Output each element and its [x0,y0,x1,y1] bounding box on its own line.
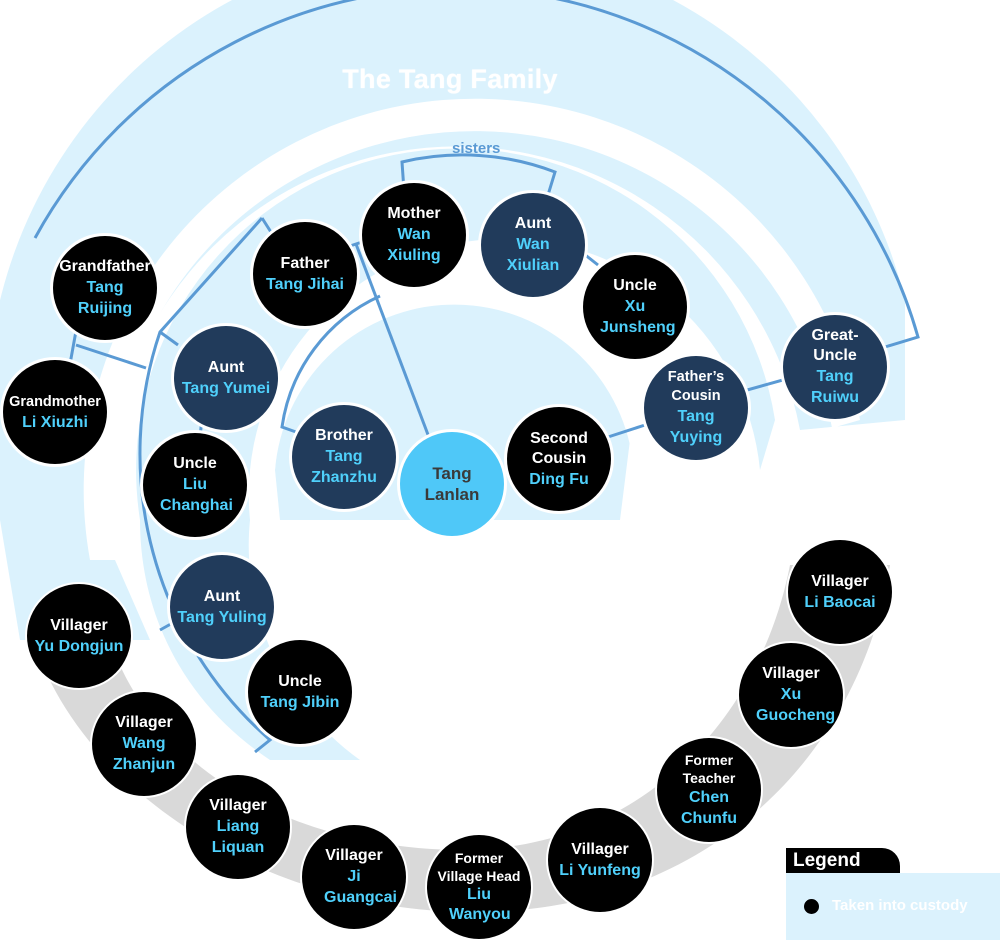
node-villager[interactable]: Villager Li Yunfeng [548,808,652,912]
aunt-uncle-link [583,252,599,267]
name: Tang Ruijing [77,279,133,317]
name: Xu Guocheng [756,686,836,724]
name: Tang Lanlan [424,464,480,504]
role: Uncle [613,277,657,294]
name: Ji Guangcai [324,868,397,906]
node-tang-lanlan[interactable]: Tang Lanlan [400,432,504,536]
role: Villager [762,665,820,682]
role: Villager [115,714,173,731]
role: Villager [325,847,383,864]
node-villager[interactable]: Villager Xu Guocheng [739,643,843,747]
role: Aunt [203,587,241,605]
legend: Taken into custody [786,873,1000,940]
node-fathers-cousin[interactable]: Father’s Cousin Tang Yuying [644,356,748,460]
parents-to-children [354,243,432,441]
node-villager[interactable]: Villager Ji Guangcai [302,825,406,929]
role: Father’s Cousin [667,369,725,404]
node-aunt-tang-yumei[interactable]: Aunt Tang Yumei [174,326,278,430]
node-brother[interactable]: Brother Tang Zhanzhu [292,405,396,509]
role: Second Cousin [530,429,588,467]
name: Tang Zhanzhu [311,448,377,486]
role: Villager [50,616,108,634]
node-villager[interactable]: Villager Yu Dongjun [27,584,131,688]
inner-ring-gap [255,282,650,470]
name: Liang Liquan [211,818,265,856]
node-villager[interactable]: Villager Li Baocai [788,540,892,644]
role: Former Teacher [682,752,736,786]
role: Brother [315,427,373,444]
node-uncle-tang-jibin[interactable]: Uncle Tang Jibin [248,640,352,744]
role: Uncle [278,672,322,690]
node-villager[interactable]: Former Village Head Liu Wanyou [427,835,531,939]
name: Wan Xiuling [387,226,441,264]
legend-title: Legend [786,848,900,873]
name: Li Baocai [804,593,876,611]
name: Tang Yuying [669,408,723,446]
node-uncle-liu-changhai[interactable]: Uncle Liu Changhai [143,433,247,537]
sisters-bracket [400,153,557,206]
role: Great-Uncle [811,327,859,364]
name: Wan Xiulian [506,236,560,274]
name: Tang Jibin [260,693,340,711]
role: Grandmother [9,393,101,410]
role: Grandfather [59,258,151,275]
name: Tang Ruiwu [811,368,859,406]
name: Chen Chunfu [681,789,737,827]
role: Villager [571,840,629,858]
node-aunt-tang-yuling[interactable]: Aunt Tang Yuling [170,555,274,659]
name: Wang Zhanjun [112,735,176,773]
grandparent-to-children [75,343,147,370]
name: Li Xiuzhi [22,413,88,431]
node-villager[interactable]: Villager Liang Liquan [186,775,290,879]
role: Aunt [514,215,552,232]
name: Yu Dongjun [34,637,124,655]
name: Tang Yuling [177,608,267,626]
node-great-uncle[interactable]: Great-Uncle Tang Ruiwu [783,315,887,419]
role: Father [280,254,330,272]
node-uncle-xu-junsheng[interactable]: Uncle Xu Junsheng [583,255,687,359]
node-second-cousin[interactable]: Second Cousin Ding Fu [507,407,611,511]
node-father[interactable]: Father Tang Jihai [253,222,357,326]
sisters-label: sisters [452,140,501,157]
role: Mother [387,205,441,222]
role: Aunt [207,358,245,376]
node-villager[interactable]: Former Teacher Chen Chunfu [657,738,761,842]
role: Uncle [173,455,217,472]
cousin-link [607,423,646,439]
role: Villager [209,797,267,814]
children-bracket [138,216,273,754]
name: Tang Jihai [266,275,344,293]
aunt-yumei-link [159,330,179,347]
node-mother[interactable]: Mother Wan Xiuling [362,183,466,287]
diagram-title: The Tang Family [342,64,558,94]
role: Former Village Head [437,850,521,884]
custody-dot-icon [804,899,819,914]
great-uncle-link [739,376,791,394]
name: Liu Wanyou [449,886,511,923]
role: Villager [811,572,869,590]
name: Li Yunfeng [559,861,641,879]
node-grandfather[interactable]: Grandfather Tang Ruijing [53,236,157,340]
node-grandmother[interactable]: Grandmother Li Xiuzhi [3,360,107,464]
name: Ding Fu [529,470,589,488]
legend-label-custody: Taken into custody [832,897,968,914]
node-aunt-wan-xiulian[interactable]: Aunt Wan Xiulian [481,193,585,297]
name: Liu Changhai [160,476,233,514]
brother-bracket [280,294,381,434]
node-villager[interactable]: Villager Wang Zhanjun [92,692,196,796]
name: Xu Junsheng [600,298,676,336]
outer-bracket [33,0,920,349]
name: Tang Yumei [181,379,271,397]
